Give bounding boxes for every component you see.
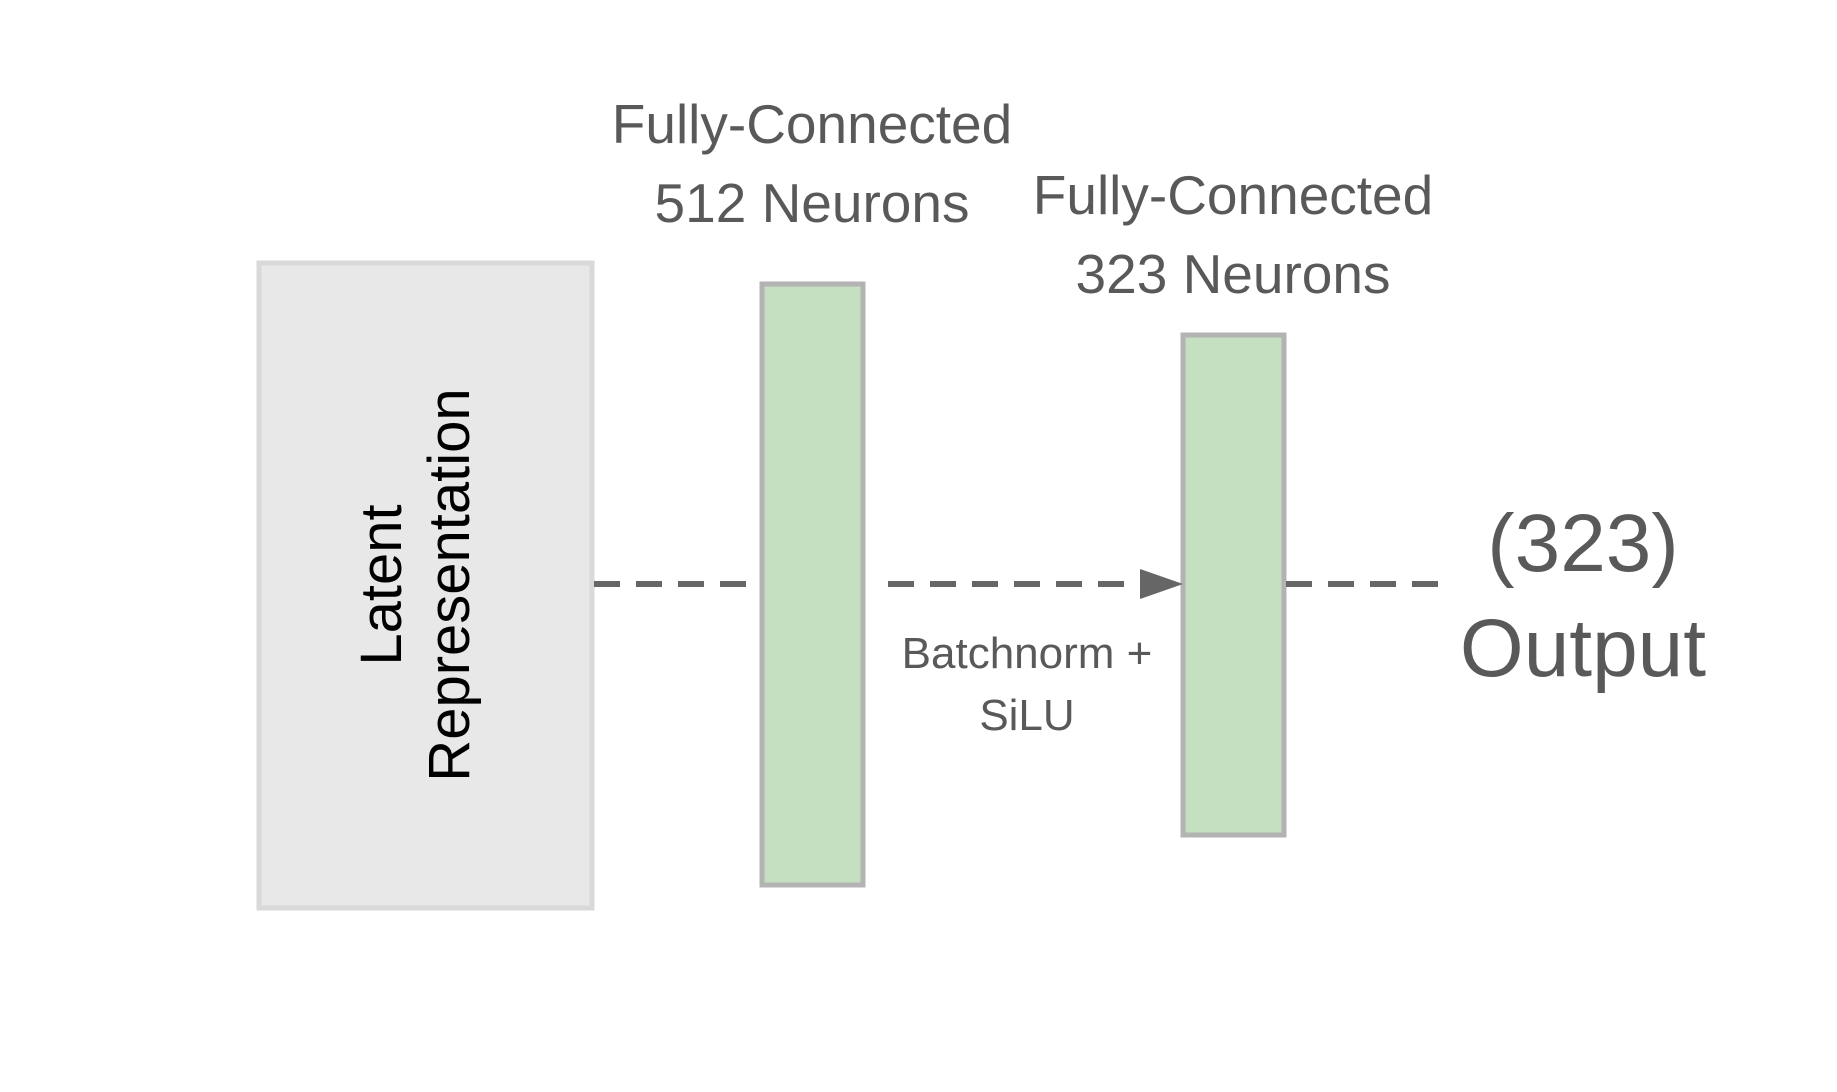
fc-layer-323-block bbox=[1180, 332, 1287, 838]
output-label-line1: (323) bbox=[1487, 498, 1678, 589]
fc2-label-line1: Fully-Connected bbox=[1033, 164, 1433, 226]
latent-representation-block bbox=[256, 260, 595, 911]
latent-label-line2: Representation bbox=[417, 388, 482, 781]
arrowhead-icon bbox=[1140, 569, 1183, 599]
latent-label-line1: Latent bbox=[349, 504, 414, 665]
fc2-label-line2: 323 Neurons bbox=[1076, 243, 1391, 305]
fc1-label-line1: Fully-Connected bbox=[612, 93, 1012, 155]
fc1-label-line2: 512 Neurons bbox=[655, 172, 970, 234]
activation-label-line2: SiLU bbox=[979, 691, 1074, 740]
activation-label-line1: Batchnorm + bbox=[902, 629, 1153, 678]
fc-layer-512-block bbox=[759, 281, 866, 888]
output-label-line2: Output bbox=[1460, 603, 1706, 694]
latent-representation-label: Latent Representation bbox=[349, 388, 482, 781]
